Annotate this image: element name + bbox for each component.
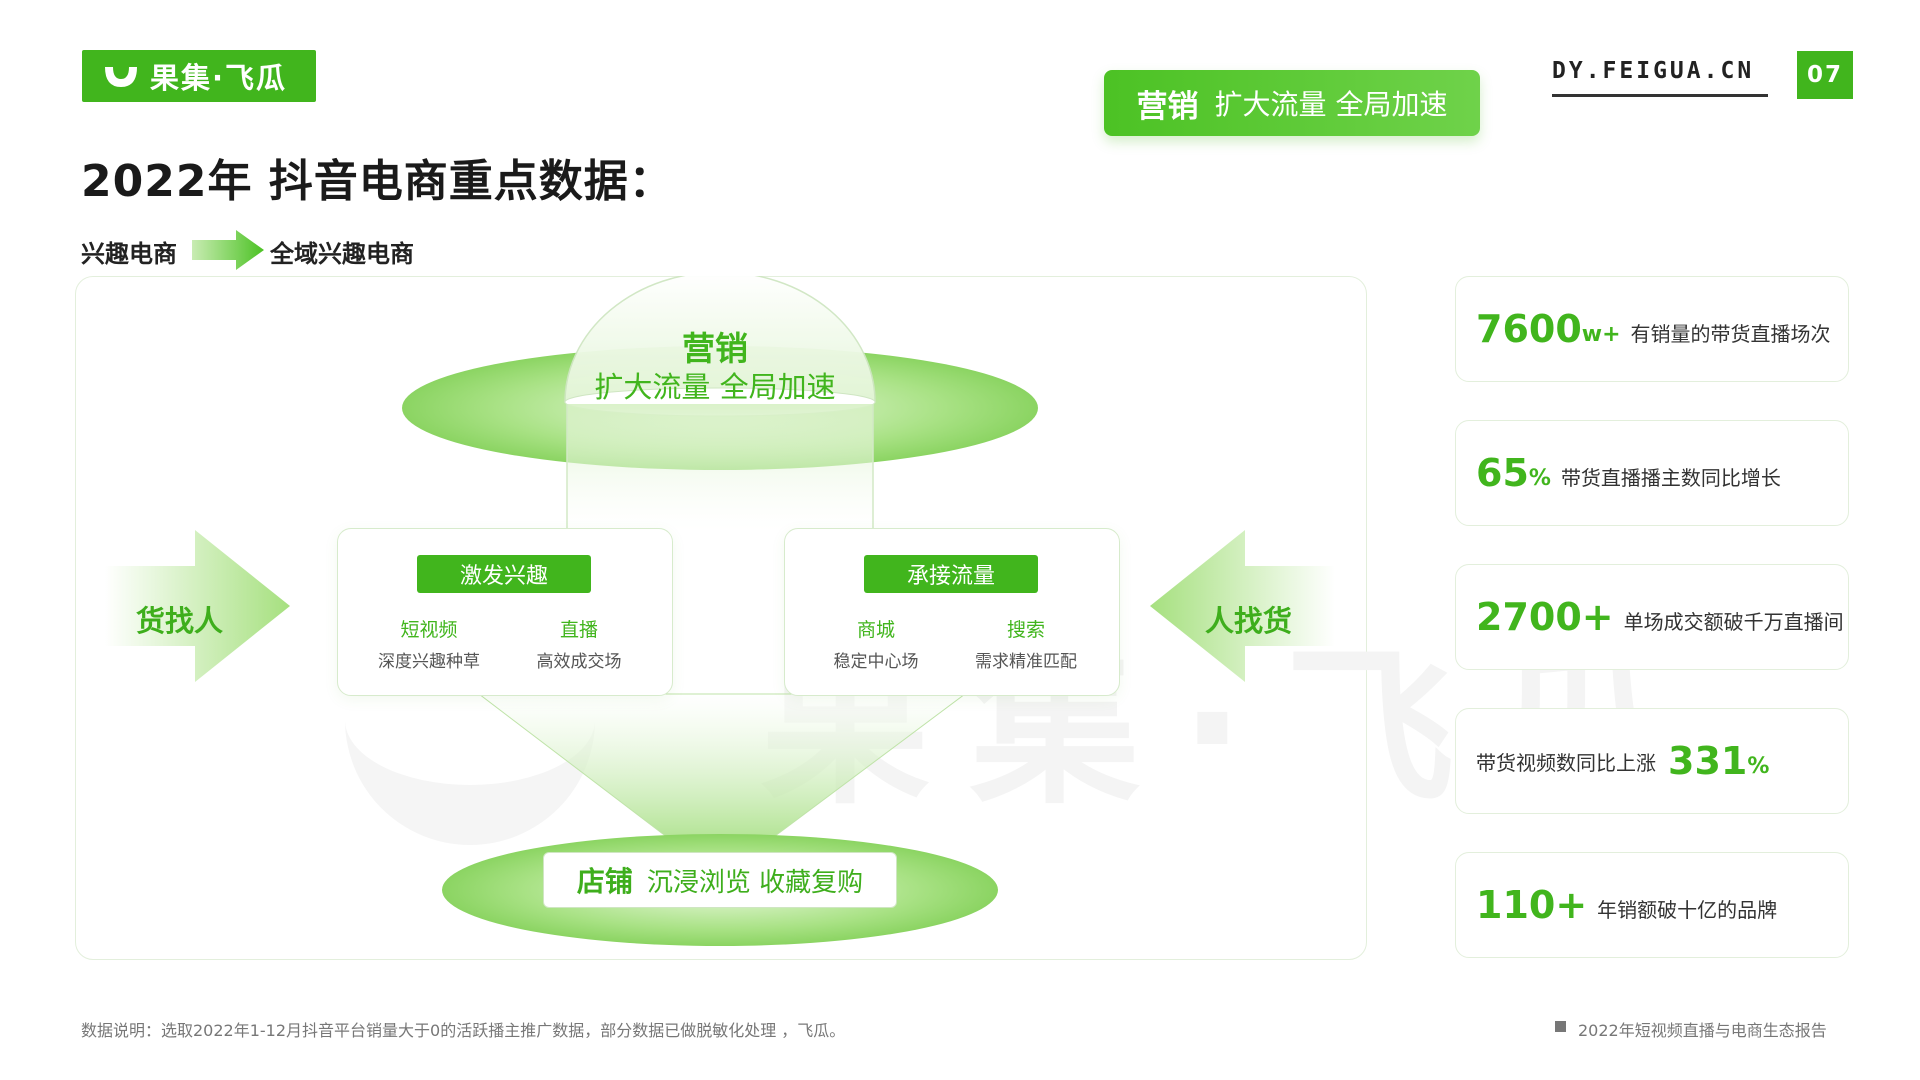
card-item-desc: 需求精准匹配	[975, 652, 1077, 672]
stat-card: 110+ 年销额破十亿的品牌	[1455, 852, 1849, 958]
marketing-pill-light: 扩大流量 全局加速	[1214, 88, 1448, 121]
stat-card: 2700+ 单场成交额破千万直播间	[1455, 564, 1849, 670]
subtitle-to: 全域兴趣电商	[270, 240, 414, 268]
light-column	[567, 404, 873, 532]
right-side-label: 人找货	[1205, 604, 1293, 638]
dome	[564, 276, 876, 403]
data-note: 数据说明：选取2022年1-12月抖音平台销量大于0的活跃播主推广数据，部分数据…	[81, 1021, 846, 1040]
stat-desc: 带货直播播主数同比增长	[1560, 465, 1781, 490]
page-number: 07	[1797, 51, 1853, 99]
page-title: 2022年 抖音电商重点数据：	[81, 156, 674, 207]
stat-value: 2700+	[1476, 595, 1614, 639]
brand-logo: 果集·飞瓜	[82, 50, 316, 102]
logo-mark-icon	[105, 67, 137, 87]
stat-value: 7600	[1476, 307, 1582, 351]
stat-value: 331	[1668, 739, 1748, 783]
store-light: 沉浸浏览 收藏复购	[646, 867, 864, 898]
card-item-desc: 稳定中心场	[833, 652, 919, 672]
right-arrow	[1150, 530, 1335, 682]
card-item-desc: 深度兴趣种草	[378, 652, 480, 672]
stat-unit: w+	[1581, 321, 1621, 347]
footer-square-icon	[1555, 1021, 1566, 1032]
card-item-head: 搜索	[1006, 619, 1045, 641]
marketing-pill: 营销 扩大流量 全局加速	[1104, 70, 1480, 136]
stat-card: 7600 w+ 有销量的带货直播场次	[1455, 276, 1849, 382]
interest-tag: 激发兴趣	[417, 555, 591, 593]
report-name: 2022年短视频直播与电商生态报告	[1578, 1021, 1827, 1040]
stat-unit: %	[1747, 753, 1770, 779]
marketing-subtitle: 扩大流量 全局加速	[594, 370, 836, 404]
stat-card: 65 % 带货直播播主数同比增长	[1455, 420, 1849, 526]
marketing-pill-strong: 营销	[1136, 88, 1199, 125]
card-item-head: 直播	[559, 619, 598, 641]
subtitle-from: 兴趣电商	[81, 240, 177, 268]
stat-card: 带货视频数同比上涨 331 %	[1455, 708, 1849, 814]
site-underline	[1552, 94, 1768, 97]
stat-desc: 带货视频数同比上涨	[1476, 750, 1656, 775]
right-arrow-icon	[192, 230, 264, 270]
stat-desc: 年销额破十亿的品牌	[1597, 897, 1778, 922]
marketing-title: 营销	[682, 329, 748, 368]
card-item-desc: 高效成交场	[536, 652, 622, 672]
store-box: 店铺 沉浸浏览 收藏复购	[543, 852, 897, 908]
stat-desc: 单场成交额破千万直播间	[1623, 609, 1844, 634]
left-side-label: 货找人	[136, 604, 224, 638]
card-item-head: 短视频	[400, 619, 458, 641]
site-url[interactable]: DY.FEIGUA.CN	[1552, 58, 1755, 84]
stat-value: 65	[1476, 451, 1529, 495]
left-arrow	[105, 530, 290, 682]
store-strong: 店铺	[576, 865, 633, 898]
stat-unit: %	[1528, 465, 1551, 491]
stat-desc: 有销量的带货直播场次	[1630, 321, 1831, 346]
stat-value: 110+	[1476, 883, 1588, 927]
logo-text: 果集·飞瓜	[150, 61, 288, 95]
card-item-head: 商城	[856, 619, 895, 641]
traffic-tag: 承接流量	[864, 555, 1038, 593]
